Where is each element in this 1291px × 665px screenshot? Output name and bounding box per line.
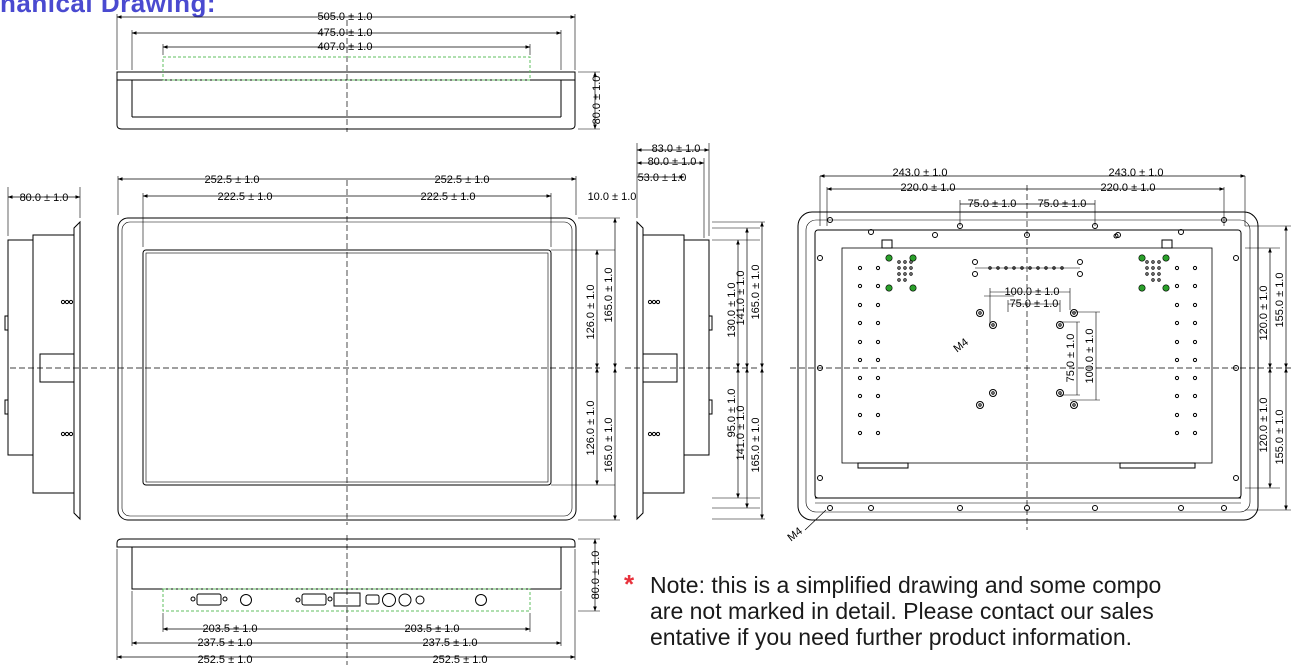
dim-rear-243-right: 243.0 ± 1.0 <box>1109 167 1164 179</box>
dim-side-80: 80.0 ± 1.0 <box>648 156 697 168</box>
bottom-view <box>116 535 600 665</box>
dim-rear-75-horizontal: 75.0 ± 1.0 <box>1010 298 1059 310</box>
label-m4-corner: M4 <box>785 525 804 544</box>
dim-rear-155-bottom: 155.0 ± 1.0 <box>1274 410 1286 465</box>
page-title: hanical Drawing: <box>0 0 217 18</box>
dim-rear-75-left: 75.0 ± 1.0 <box>968 198 1017 210</box>
dim-side-95: 95.0 ± 1.0 <box>726 389 738 438</box>
dim-left-depth-80: 80.0 ± 1.0 <box>20 192 69 204</box>
left-side-view <box>4 187 100 521</box>
label-m4-center: M4 <box>951 336 970 355</box>
dim-front-165-bottom: 165.0 ± 1.0 <box>603 418 615 473</box>
dim-bottom-252-right: 252.5 ± 1.0 <box>433 654 488 665</box>
note-line-3: entative if you need further product inf… <box>650 624 1133 650</box>
dim-front-222-left: 222.5 ± 1.0 <box>218 191 273 203</box>
dim-rear-75-vertical: 75.0 ± 1.0 <box>1065 334 1077 383</box>
dim-top-407: 407.0 ± 1.0 <box>318 41 373 53</box>
dim-side-130: 130.0 ± 1.0 <box>726 283 738 338</box>
dim-bottom-203-left: 203.5 ± 1.0 <box>203 623 258 635</box>
front-view <box>100 176 620 525</box>
dim-top-475: 475.0 ± 1.0 <box>318 27 373 39</box>
dim-front-10: 10.0 ± 1.0 <box>588 191 637 203</box>
rear-view <box>790 174 1291 531</box>
dim-rear-100-vertical: 100.0 ± 1.0 <box>1084 329 1096 384</box>
note-asterisk: * <box>624 572 635 599</box>
dim-rear-243-left: 243.0 ± 1.0 <box>893 167 948 179</box>
note-line-1: Note: this is a simplified drawing and s… <box>650 572 1162 598</box>
dim-front-252-left: 252.5 ± 1.0 <box>205 174 260 186</box>
dim-bottom-237-right: 237.5 ± 1.0 <box>423 637 478 649</box>
dim-top-depth-80: 80.0 ± 1.0 <box>591 76 603 125</box>
dim-side-53: 53.0 ± 1.0 <box>638 172 687 184</box>
dim-front-222-right: 222.5 ± 1.0 <box>421 191 476 203</box>
vesa-holes-green <box>885 254 1170 292</box>
dim-front-126-bottom: 126.0 ± 1.0 <box>585 401 597 456</box>
dim-side-141-bottom: 141.0 ± 1.0 <box>735 406 747 461</box>
dim-bottom-203-right: 203.5 ± 1.0 <box>405 623 460 635</box>
top-view <box>116 14 600 132</box>
dim-rear-155-top: 155.0 ± 1.0 <box>1274 273 1286 328</box>
pcb-outline-bottom <box>162 588 531 612</box>
dim-rear-75-right: 75.0 ± 1.0 <box>1038 198 1087 210</box>
dim-rear-220-right: 220.0 ± 1.0 <box>1101 182 1156 194</box>
dim-bottom-252-left: 252.5 ± 1.0 <box>198 654 253 665</box>
dim-front-165-top: 165.0 ± 1.0 <box>603 268 615 323</box>
dim-rear-120-top: 120.0 ± 1.0 <box>1258 286 1270 341</box>
dim-rear-100-horizontal: 100.0 ± 1.0 <box>1005 286 1060 298</box>
drawing-note: * Note: this is a simplified drawing and… <box>624 572 1291 650</box>
dim-side-83: 83.0 ± 1.0 <box>652 143 701 155</box>
dim-rear-120-bottom: 120.0 ± 1.0 <box>1258 398 1270 453</box>
dim-side-165-bottom: 165.0 ± 1.0 <box>750 418 762 473</box>
dim-front-252-right: 252.5 ± 1.0 <box>435 174 490 186</box>
dim-top-505: 505.0 ± 1.0 <box>318 11 373 23</box>
pcb-outline-top <box>162 56 531 81</box>
dim-side-141-top: 141.0 ± 1.0 <box>735 271 747 326</box>
dim-front-126-top: 126.0 ± 1.0 <box>585 285 597 340</box>
dim-bottom-depth-80: 80.0 ± 1.0 <box>590 551 602 600</box>
dim-side-165-top: 165.0 ± 1.0 <box>750 265 762 320</box>
right-side-view <box>625 143 765 521</box>
dim-bottom-237-left: 237.5 ± 1.0 <box>198 637 253 649</box>
note-line-2: are not marked in detail. Please contact… <box>650 598 1154 624</box>
dim-rear-220-left: 220.0 ± 1.0 <box>901 182 956 194</box>
